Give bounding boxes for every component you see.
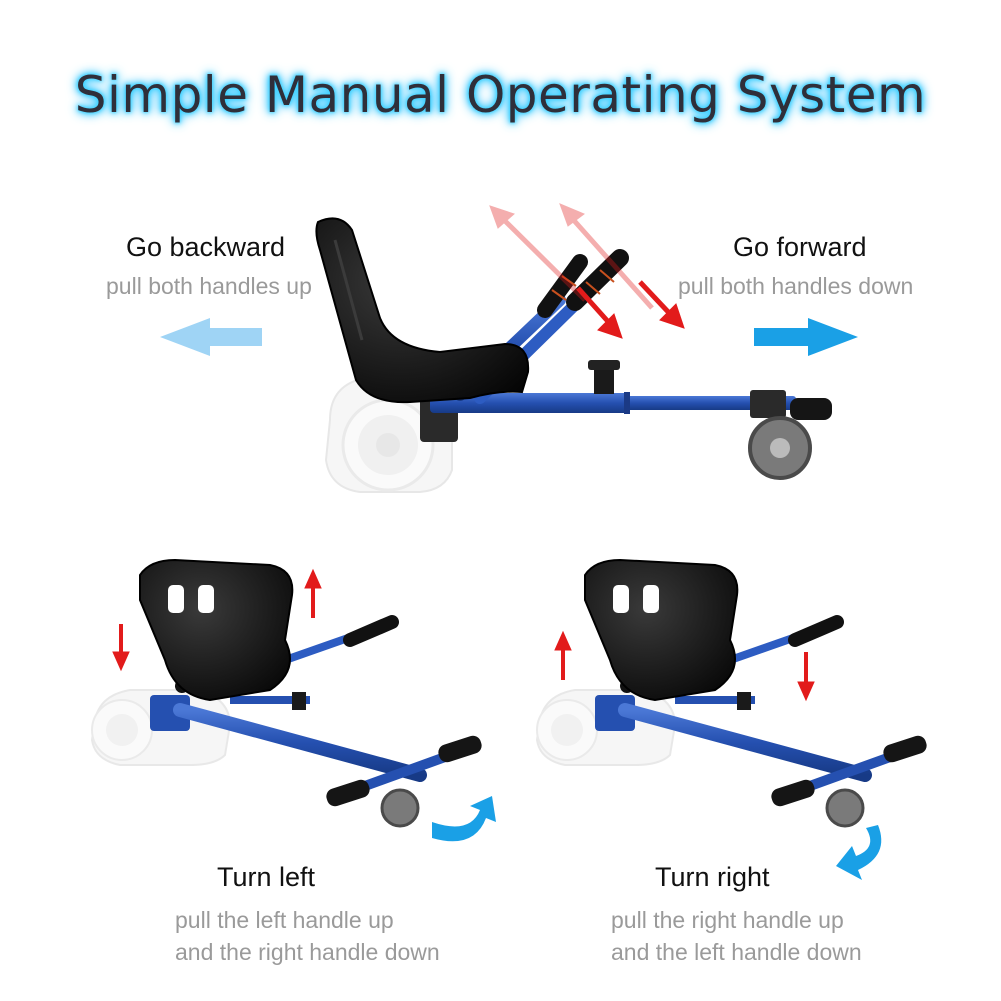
turn-right-instruction-2: and the left handle down [611, 939, 862, 965]
forward-arrow-icon [754, 318, 858, 356]
turn-left-instruction-2: and the right handle down [175, 939, 440, 965]
go-forward-label: Go forward [733, 232, 867, 262]
page-title: Simple Manual Operating System [74, 66, 927, 124]
go-backward-label: Go backward [126, 232, 286, 262]
backward-arrow-icon [160, 318, 262, 356]
curved-turn-arrow-icon [836, 825, 882, 880]
kart-turn-right-view [535, 558, 927, 828]
handle-arrow-icon [112, 568, 322, 672]
kart-side-view [315, 217, 832, 493]
go-backward-instruction: pull both handles up [106, 273, 312, 299]
handle-arrow-icon [489, 203, 685, 339]
curved-turn-arrow-icon [432, 796, 496, 842]
turn-left-instruction-1: pull the left handle up [175, 907, 394, 933]
kart-turn-left-view [90, 558, 482, 828]
turn-left-label: Turn left [217, 862, 316, 892]
turn-right-instruction-1: pull the right handle up [611, 907, 844, 933]
go-forward-instruction: pull both handles down [678, 273, 914, 299]
handle-arrow-icon [554, 630, 815, 702]
turn-right-label: Turn right [655, 862, 770, 892]
